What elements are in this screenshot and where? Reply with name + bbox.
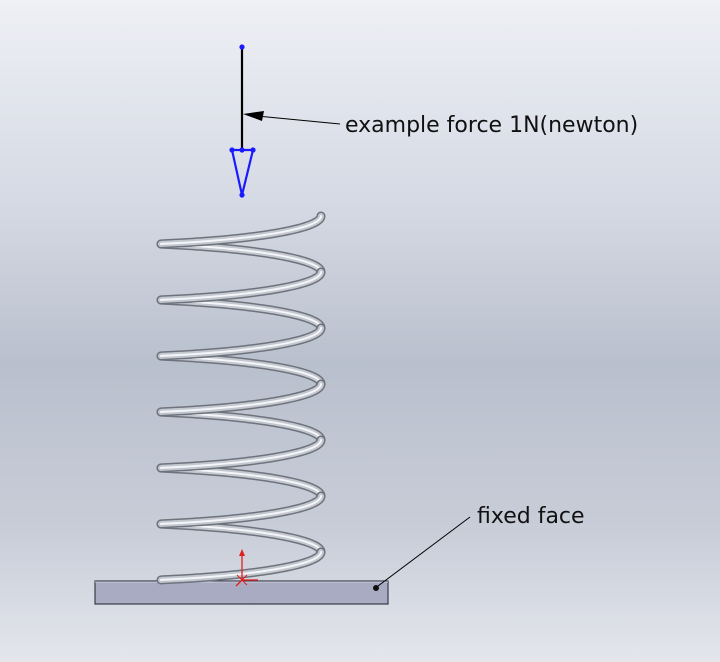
spring-segment-shade [158,493,324,527]
spring-segment-shade [158,381,324,415]
spring-segment-highlight [160,383,322,413]
spring-segment-highlight [160,551,322,581]
spring-segment-shade [158,521,324,555]
triad-cross-b [236,574,248,586]
spring-segment-highlight [160,495,322,525]
force-handle-center[interactable] [239,147,245,153]
spring-segment-shade [158,213,324,247]
spring-segment-highlight [160,215,322,245]
fixed-face-annotation-label: fixed face [477,504,585,529]
spring-segment-shade [158,549,324,583]
spring-segment-highlight [160,327,322,357]
spring-segment-shade [158,325,324,359]
spring-segment-highlight [160,271,322,301]
force-handle-top[interactable] [239,44,245,50]
force-arrowhead [230,148,255,197]
fixed-face-leader-line [377,516,471,587]
spring-segment-highlight [160,439,322,469]
spring-segment-shade [158,353,324,387]
spring-segment-shade [158,409,324,443]
spring-segment-shade [158,437,324,471]
force-arrow[interactable] [229,44,256,198]
force-handle-left[interactable] [229,147,235,153]
force-leader-line [256,115,341,125]
spring-segment-shade [158,241,324,275]
fixed-face-marker [373,585,379,591]
force-leader [243,111,341,125]
spring-front-coils[interactable] [156,211,326,585]
coordinate-triad [235,549,258,587]
spring-segment-shade [158,297,324,331]
spring-segment-shade [158,269,324,303]
triad-y-arrow [239,549,245,556]
spring-segment-shade [158,465,324,499]
force-leader-arrowhead [243,111,264,121]
force-annotation-label: example force 1N(newton) [345,113,639,138]
base-plate[interactable] [94,580,389,605]
force-handle-right[interactable] [250,147,256,153]
force-handle-tip[interactable] [239,192,245,198]
